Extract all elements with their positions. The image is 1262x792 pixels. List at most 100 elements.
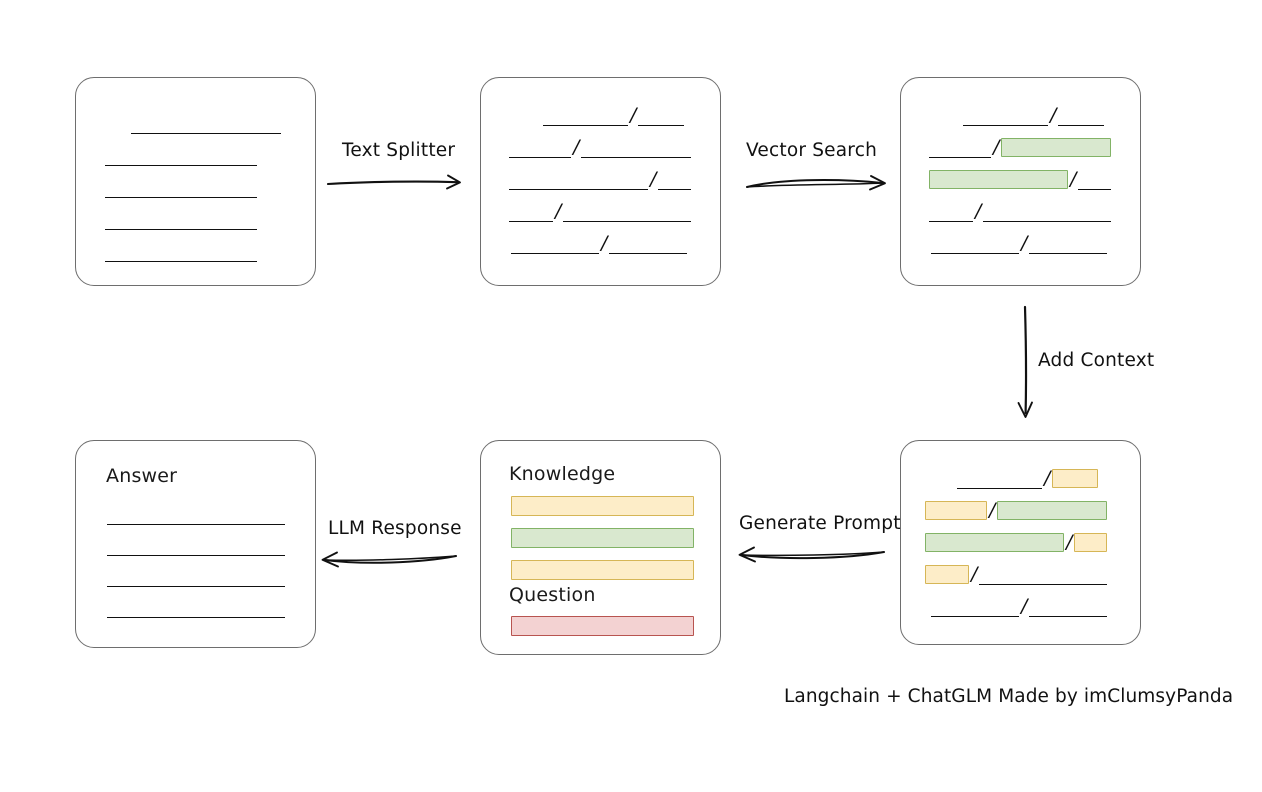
context-chunk-highlight [1074, 533, 1108, 552]
arrow-right-icon [326, 174, 461, 190]
indent [76, 503, 107, 525]
line-segment [609, 232, 688, 254]
prompt-card: Knowledge Question [480, 440, 721, 655]
question-label: Question [509, 584, 596, 606]
split-document-lines: / / / / [481, 78, 720, 285]
matched-chunk-highlight [929, 170, 1068, 189]
line-segment [979, 563, 1108, 585]
document-line: / [901, 104, 1140, 126]
context-added-document-card: / / / / [900, 440, 1141, 645]
document-line: / [901, 595, 1140, 617]
indent [76, 596, 107, 618]
answer-card: Answer [75, 440, 316, 648]
answer-title: Answer [106, 465, 178, 487]
indent [76, 176, 105, 198]
vector-matched-document-card: / / / / [900, 77, 1141, 286]
line-segment [107, 534, 285, 556]
arrow-right-icon [746, 175, 886, 191]
llm-response-label: LLM Response [328, 518, 462, 539]
indent [481, 104, 543, 126]
footer-caption: Langchain + ChatGLM Made by imClumsyPand… [784, 686, 1234, 707]
indent [901, 232, 931, 254]
source-document-lines [76, 78, 315, 285]
arrow-left-icon [321, 551, 457, 568]
line-segment [105, 144, 257, 166]
indent [76, 240, 105, 262]
document-line: / [481, 104, 720, 126]
context-chunk-highlight [1052, 469, 1099, 488]
knowledge-bar [511, 496, 694, 516]
add-context-arrow: Add Context [1000, 305, 1170, 425]
context-added-lines: / / / / [901, 441, 1140, 644]
indent [901, 467, 957, 489]
split-separator: / [630, 104, 637, 126]
indent [481, 200, 509, 222]
line-segment [929, 200, 973, 222]
split-separator: / [1021, 595, 1028, 617]
document-line [76, 240, 315, 262]
line-segment [957, 467, 1042, 489]
answer-line [76, 534, 315, 556]
line-segment [509, 168, 648, 190]
indent [901, 531, 925, 553]
source-document-card [75, 77, 316, 286]
split-separator: / [1021, 232, 1028, 254]
split-separator: / [993, 136, 1000, 158]
document-line: / [481, 200, 720, 222]
split-document-card: / / / / [480, 77, 721, 286]
line-segment [511, 232, 599, 254]
split-separator: / [650, 168, 657, 190]
line-segment [509, 136, 571, 158]
line-segment [929, 136, 991, 158]
line-segment [638, 104, 685, 126]
split-separator: / [1070, 168, 1077, 190]
split-separator: / [573, 136, 580, 158]
document-line: / [901, 136, 1140, 158]
line-segment [107, 503, 285, 525]
vector-search-label: Vector Search [746, 140, 877, 161]
split-separator: / [971, 563, 978, 585]
line-segment [931, 595, 1019, 617]
document-line [76, 112, 315, 134]
indent [481, 136, 509, 158]
split-separator: / [601, 232, 608, 254]
answer-line [76, 565, 315, 587]
indent [481, 232, 511, 254]
document-line: / [481, 136, 720, 158]
indent [901, 595, 931, 617]
vector-matched-lines: / / / / [901, 78, 1140, 285]
line-segment [105, 240, 257, 262]
document-line: / [901, 563, 1140, 585]
indent [901, 563, 925, 585]
knowledge-label: Knowledge [509, 463, 616, 485]
indent [76, 565, 107, 587]
indent [76, 144, 105, 166]
document-line [76, 144, 315, 166]
knowledge-bar [511, 528, 694, 548]
text-splitter-arrow: Text Splitter [326, 140, 466, 195]
answer-lines [76, 441, 315, 647]
document-line: / [481, 232, 720, 254]
line-segment [107, 565, 285, 587]
arrow-down-icon [1017, 305, 1033, 418]
line-segment [543, 104, 628, 126]
line-segment [983, 200, 1112, 222]
split-separator: / [1050, 104, 1057, 126]
text-splitter-label: Text Splitter [342, 140, 456, 161]
line-segment [931, 232, 1019, 254]
document-line: / [901, 200, 1140, 222]
llm-response-arrow: LLM Response [320, 518, 462, 574]
add-context-label: Add Context [1038, 350, 1155, 371]
line-segment [509, 200, 553, 222]
indent [901, 168, 929, 190]
line-segment [963, 104, 1048, 126]
vector-search-arrow: Vector Search [744, 140, 890, 195]
answer-line [76, 596, 315, 618]
indent [901, 499, 925, 521]
line-segment [131, 112, 281, 134]
indent [481, 168, 509, 190]
generate-prompt-label: Generate Prompt [739, 513, 901, 534]
split-separator: / [1066, 531, 1073, 553]
line-segment [1029, 232, 1108, 254]
line-segment [658, 168, 692, 190]
